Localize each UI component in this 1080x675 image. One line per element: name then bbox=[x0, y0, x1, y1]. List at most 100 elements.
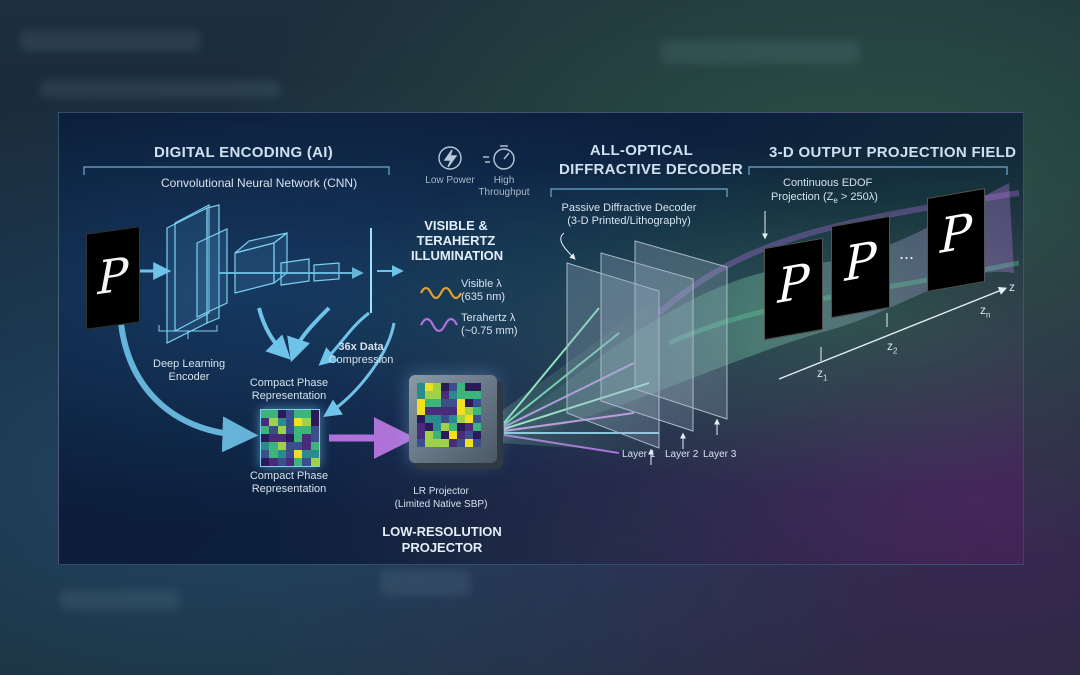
axis-zn-label: zn bbox=[980, 303, 990, 319]
phase-cell bbox=[302, 410, 311, 418]
phase-cell bbox=[285, 426, 295, 434]
phase-cell bbox=[473, 399, 481, 407]
phase-cell bbox=[449, 407, 457, 415]
phase-cell bbox=[417, 431, 425, 439]
phase-cell bbox=[294, 434, 303, 442]
phase-cell bbox=[285, 410, 295, 418]
input-glyph: P bbox=[97, 246, 129, 306]
diagram-panel: P P P P DIGITAL ENCODING (AI) Convolutio… bbox=[58, 112, 1024, 565]
phase-cell bbox=[433, 439, 441, 447]
phase-cell bbox=[261, 442, 270, 450]
phase-cell bbox=[449, 391, 457, 399]
phase-cell bbox=[302, 434, 311, 442]
z-axis bbox=[778, 286, 1008, 380]
phase-cell bbox=[285, 434, 295, 442]
phase-cell bbox=[441, 383, 449, 391]
edof-line2: Projection (Ze > 250λ) bbox=[771, 190, 878, 208]
edof-label: Continuous EDOF Projection (Ze > 250λ) bbox=[771, 176, 878, 208]
phase-cell bbox=[310, 426, 319, 434]
layer-1-label: Layer 1 bbox=[622, 449, 656, 460]
phase-cell bbox=[441, 423, 449, 431]
phase-cell bbox=[417, 407, 425, 415]
z1-sub: 1 bbox=[823, 373, 828, 383]
deep-learning-line1: Deep Learning bbox=[153, 358, 226, 370]
compression-label: 36x Data Compression bbox=[321, 341, 401, 367]
phase-cell bbox=[302, 442, 311, 450]
phase-cell bbox=[302, 418, 311, 426]
phase-cell bbox=[277, 450, 286, 458]
phase-cell bbox=[425, 407, 433, 415]
phase-cell bbox=[449, 399, 457, 407]
phase-cell bbox=[449, 383, 457, 391]
phase-cell bbox=[310, 442, 319, 450]
phase-cell bbox=[261, 410, 270, 418]
phase-cell bbox=[269, 458, 278, 466]
phase-cell bbox=[473, 407, 481, 415]
z2-sub: 2 bbox=[893, 346, 898, 356]
axis-z-label: z bbox=[1009, 280, 1015, 294]
phase-cell bbox=[310, 458, 319, 466]
lr-projector-line2: (Limited Native SBP) bbox=[394, 499, 488, 510]
phase-cell bbox=[449, 415, 457, 423]
lr-projector bbox=[409, 375, 497, 463]
z2-label: z2 bbox=[887, 339, 897, 355]
compact-lower-line2: Representation bbox=[251, 483, 327, 495]
phase-cell bbox=[310, 418, 319, 426]
cnn-subtitle: Convolutional Neural Network (CNN) bbox=[161, 176, 358, 190]
phase-cell bbox=[277, 442, 286, 450]
compact-phase-map bbox=[260, 409, 320, 467]
phase-cell bbox=[277, 426, 286, 434]
phase-cell bbox=[261, 418, 270, 426]
phase-cell bbox=[473, 439, 481, 447]
output-card-z2: P bbox=[831, 215, 890, 319]
phase-cell bbox=[302, 450, 311, 458]
output-glyph-z2: P bbox=[844, 231, 877, 293]
lr-projector-line1: LR Projector bbox=[413, 486, 469, 497]
axis-zn-letter: z bbox=[980, 303, 986, 317]
phase-cell bbox=[302, 426, 311, 434]
phase-cell bbox=[433, 383, 441, 391]
edof-subscript: e bbox=[833, 196, 838, 206]
phase-cell bbox=[433, 391, 441, 399]
phase-cell bbox=[425, 399, 433, 407]
phase-cell bbox=[473, 431, 481, 439]
phase-cell bbox=[465, 423, 473, 431]
phase-cell bbox=[457, 407, 465, 415]
z2-letter: z bbox=[887, 339, 893, 353]
phase-cell bbox=[441, 415, 449, 423]
phase-cell bbox=[417, 383, 425, 391]
axis-zn-sub: n bbox=[986, 310, 991, 320]
high-throughput-line2: Throughput bbox=[478, 187, 530, 198]
throughput-icon bbox=[483, 145, 515, 170]
phase-cell bbox=[310, 434, 319, 442]
z1-label: z1 bbox=[817, 366, 827, 382]
phase-cell bbox=[433, 399, 441, 407]
phase-cell bbox=[261, 458, 270, 466]
illumination-title: VISIBLE & TERAHERTZ ILLUMINATION bbox=[411, 218, 503, 263]
phase-cell bbox=[294, 458, 303, 466]
phase-cell bbox=[457, 383, 465, 391]
phase-cell bbox=[417, 439, 425, 447]
phase-cell bbox=[457, 415, 465, 423]
cnn-layers bbox=[166, 204, 372, 344]
all-optical-line1: ALL-OPTICAL bbox=[589, 142, 694, 159]
visible-wave-icon bbox=[420, 286, 462, 300]
phase-cell bbox=[277, 410, 286, 418]
lr-projector-label: LR Projector (Limited Native SBP) bbox=[385, 485, 497, 511]
edof-suffix: > 250λ) bbox=[837, 191, 878, 203]
phase-cell bbox=[417, 391, 425, 399]
phase-cell bbox=[425, 439, 433, 447]
phase-cell bbox=[441, 407, 449, 415]
phase-cell bbox=[285, 458, 295, 466]
phase-cell bbox=[465, 391, 473, 399]
input-glyph-card: P bbox=[86, 226, 140, 330]
phase-cell bbox=[457, 423, 465, 431]
compact-phase-lower-label: Compact Phase Representation bbox=[245, 470, 333, 496]
phase-cell bbox=[473, 415, 481, 423]
phase-cell bbox=[302, 458, 311, 466]
phase-cell bbox=[433, 415, 441, 423]
visible-label-name: Visible λ bbox=[461, 278, 502, 290]
phase-cell bbox=[441, 439, 449, 447]
illumination-line2: TERAHERTZ bbox=[416, 233, 496, 248]
phase-cell bbox=[425, 383, 433, 391]
